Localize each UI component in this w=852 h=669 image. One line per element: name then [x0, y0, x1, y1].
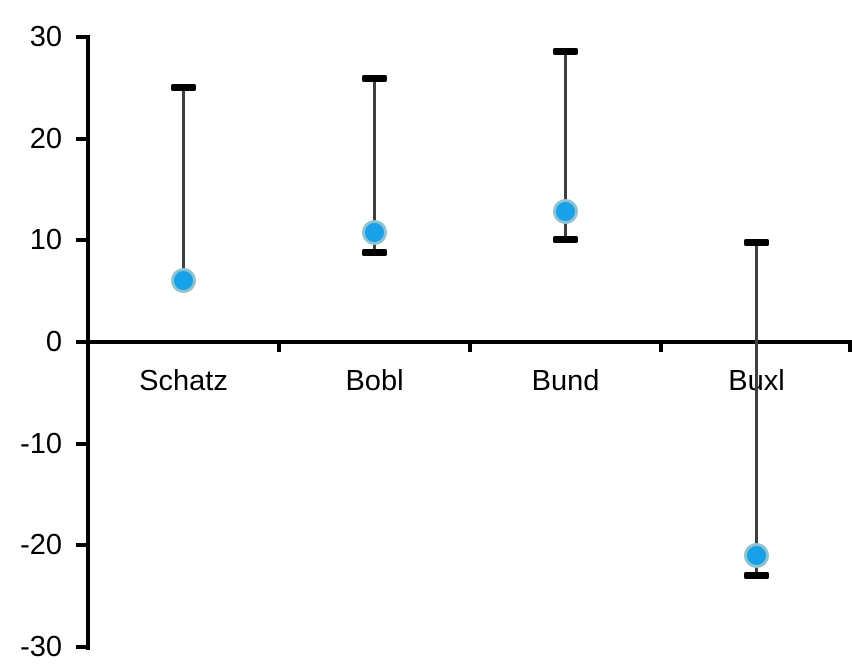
range-low-cap	[553, 235, 578, 243]
range-whisker	[373, 78, 376, 253]
category-label: Bobl	[345, 365, 404, 397]
range-low-cap	[744, 572, 769, 580]
value-marker-fill	[556, 202, 575, 222]
x-axis-tick	[468, 342, 472, 352]
value-marker	[744, 543, 769, 569]
value-marker	[362, 219, 387, 245]
value-marker	[171, 268, 196, 294]
y-tick-label: 30	[29, 20, 62, 53]
value-marker-fill	[174, 271, 193, 291]
range-whisker	[755, 242, 758, 576]
x-axis-tick	[277, 342, 281, 352]
y-tick-label: 0	[45, 326, 62, 358]
value-marker-fill	[747, 546, 766, 566]
y-axis-tick	[76, 441, 88, 446]
range-high-cap	[171, 84, 196, 92]
category-label: Bund	[531, 365, 600, 397]
y-tick-label: -20	[20, 529, 62, 562]
range-whisker	[564, 51, 567, 240]
y-tick-label: 20	[29, 122, 62, 155]
x-axis-tick	[848, 342, 852, 352]
range-low-cap	[362, 249, 387, 256]
y-axis-tick	[76, 238, 88, 243]
y-tick-label: -10	[20, 427, 62, 460]
value-marker-fill	[365, 222, 384, 242]
y-axis-tick	[76, 136, 88, 141]
value-marker	[553, 199, 578, 225]
range-whisker	[182, 87, 185, 281]
y-axis-tick	[76, 645, 88, 650]
y-tick-label: 10	[29, 224, 62, 257]
x-axis-tick	[659, 342, 663, 352]
category-label: Schatz	[139, 365, 228, 397]
y-axis-tick	[76, 34, 88, 39]
range-high-cap	[744, 238, 769, 246]
range-high-cap	[553, 47, 578, 55]
y-axis-tick	[76, 340, 88, 344]
range-high-cap	[362, 75, 387, 83]
y-tick-label: -30	[20, 631, 62, 664]
y-axis-tick	[76, 543, 88, 548]
